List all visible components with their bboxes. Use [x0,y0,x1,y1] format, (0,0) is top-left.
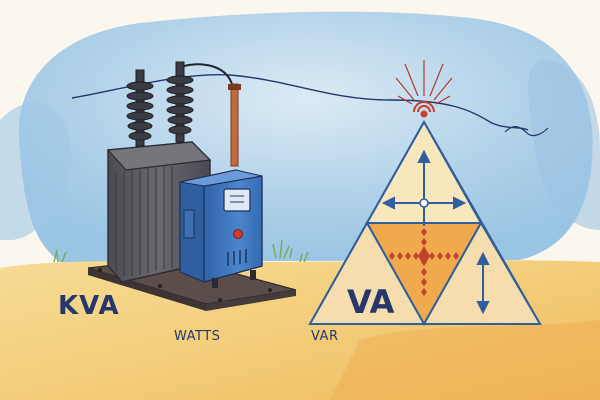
ground-shade [330,320,600,400]
power-triangle-icon [308,119,542,327]
control-box-icon [179,169,263,288]
insulator-left [126,69,154,147]
insulator-right [166,61,194,143]
antenna-signal-icon [395,60,453,118]
sky-wash [18,11,593,263]
connection-cable [183,63,233,85]
var-label: VAR [311,329,339,344]
box-handle [183,209,195,239]
kva-label: KVA [58,291,120,321]
sky-blot [528,60,600,230]
red-indicator [233,229,243,239]
watts-label: WATTS [174,329,221,344]
power-line [504,126,549,137]
triangle-left [308,220,426,325]
vent-grille [227,249,247,266]
sky-blot [0,102,72,240]
va-label: VA [347,283,395,321]
grass-tufts [53,239,309,263]
vertical-double-arrow [476,251,490,315]
copper-pipe [230,83,239,167]
display-screen [223,188,251,212]
red-marker-cross [389,228,459,296]
